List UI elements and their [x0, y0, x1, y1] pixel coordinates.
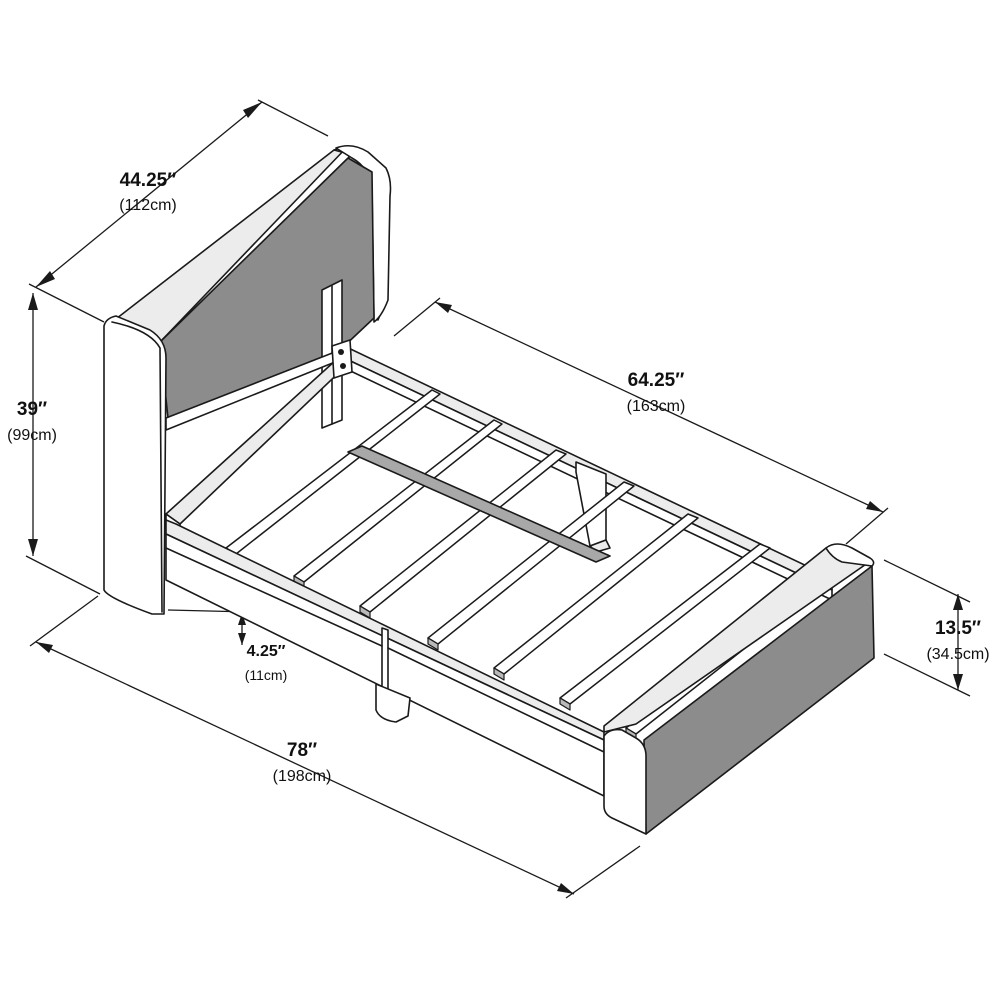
headboard-width-metric: (112cm) [119, 197, 177, 214]
headboard-height-metric: (99cm) [7, 427, 57, 444]
headboard [103, 144, 392, 615]
slat [559, 543, 771, 711]
footboard-height-metric: (34.5cm) [926, 646, 989, 663]
dimension-labels: 44.25″ (112cm) 39″ (99cm) 64.25″ (163cm)… [7, 170, 989, 785]
frame-length-metric: (163cm) [627, 398, 686, 415]
headboard-rail [165, 339, 353, 535]
side-rail-near [165, 519, 605, 797]
headboard-height-imperial: 39″ [17, 399, 47, 420]
slat [493, 513, 699, 681]
clearance-metric: (11cm) [245, 667, 288, 683]
overall-length-imperial: 78″ [287, 740, 317, 761]
headboard-width-imperial: 44.25″ [120, 170, 177, 191]
frame-length-imperial: 64.25″ [628, 370, 685, 391]
footboard-height-imperial: 13.5″ [935, 618, 981, 639]
overall-length-metric: (198cm) [273, 768, 332, 785]
dimension-lines [25, 99, 971, 899]
footboard [603, 543, 875, 835]
clearance-imperial: 4.25″ [247, 643, 286, 660]
slat [427, 481, 635, 651]
